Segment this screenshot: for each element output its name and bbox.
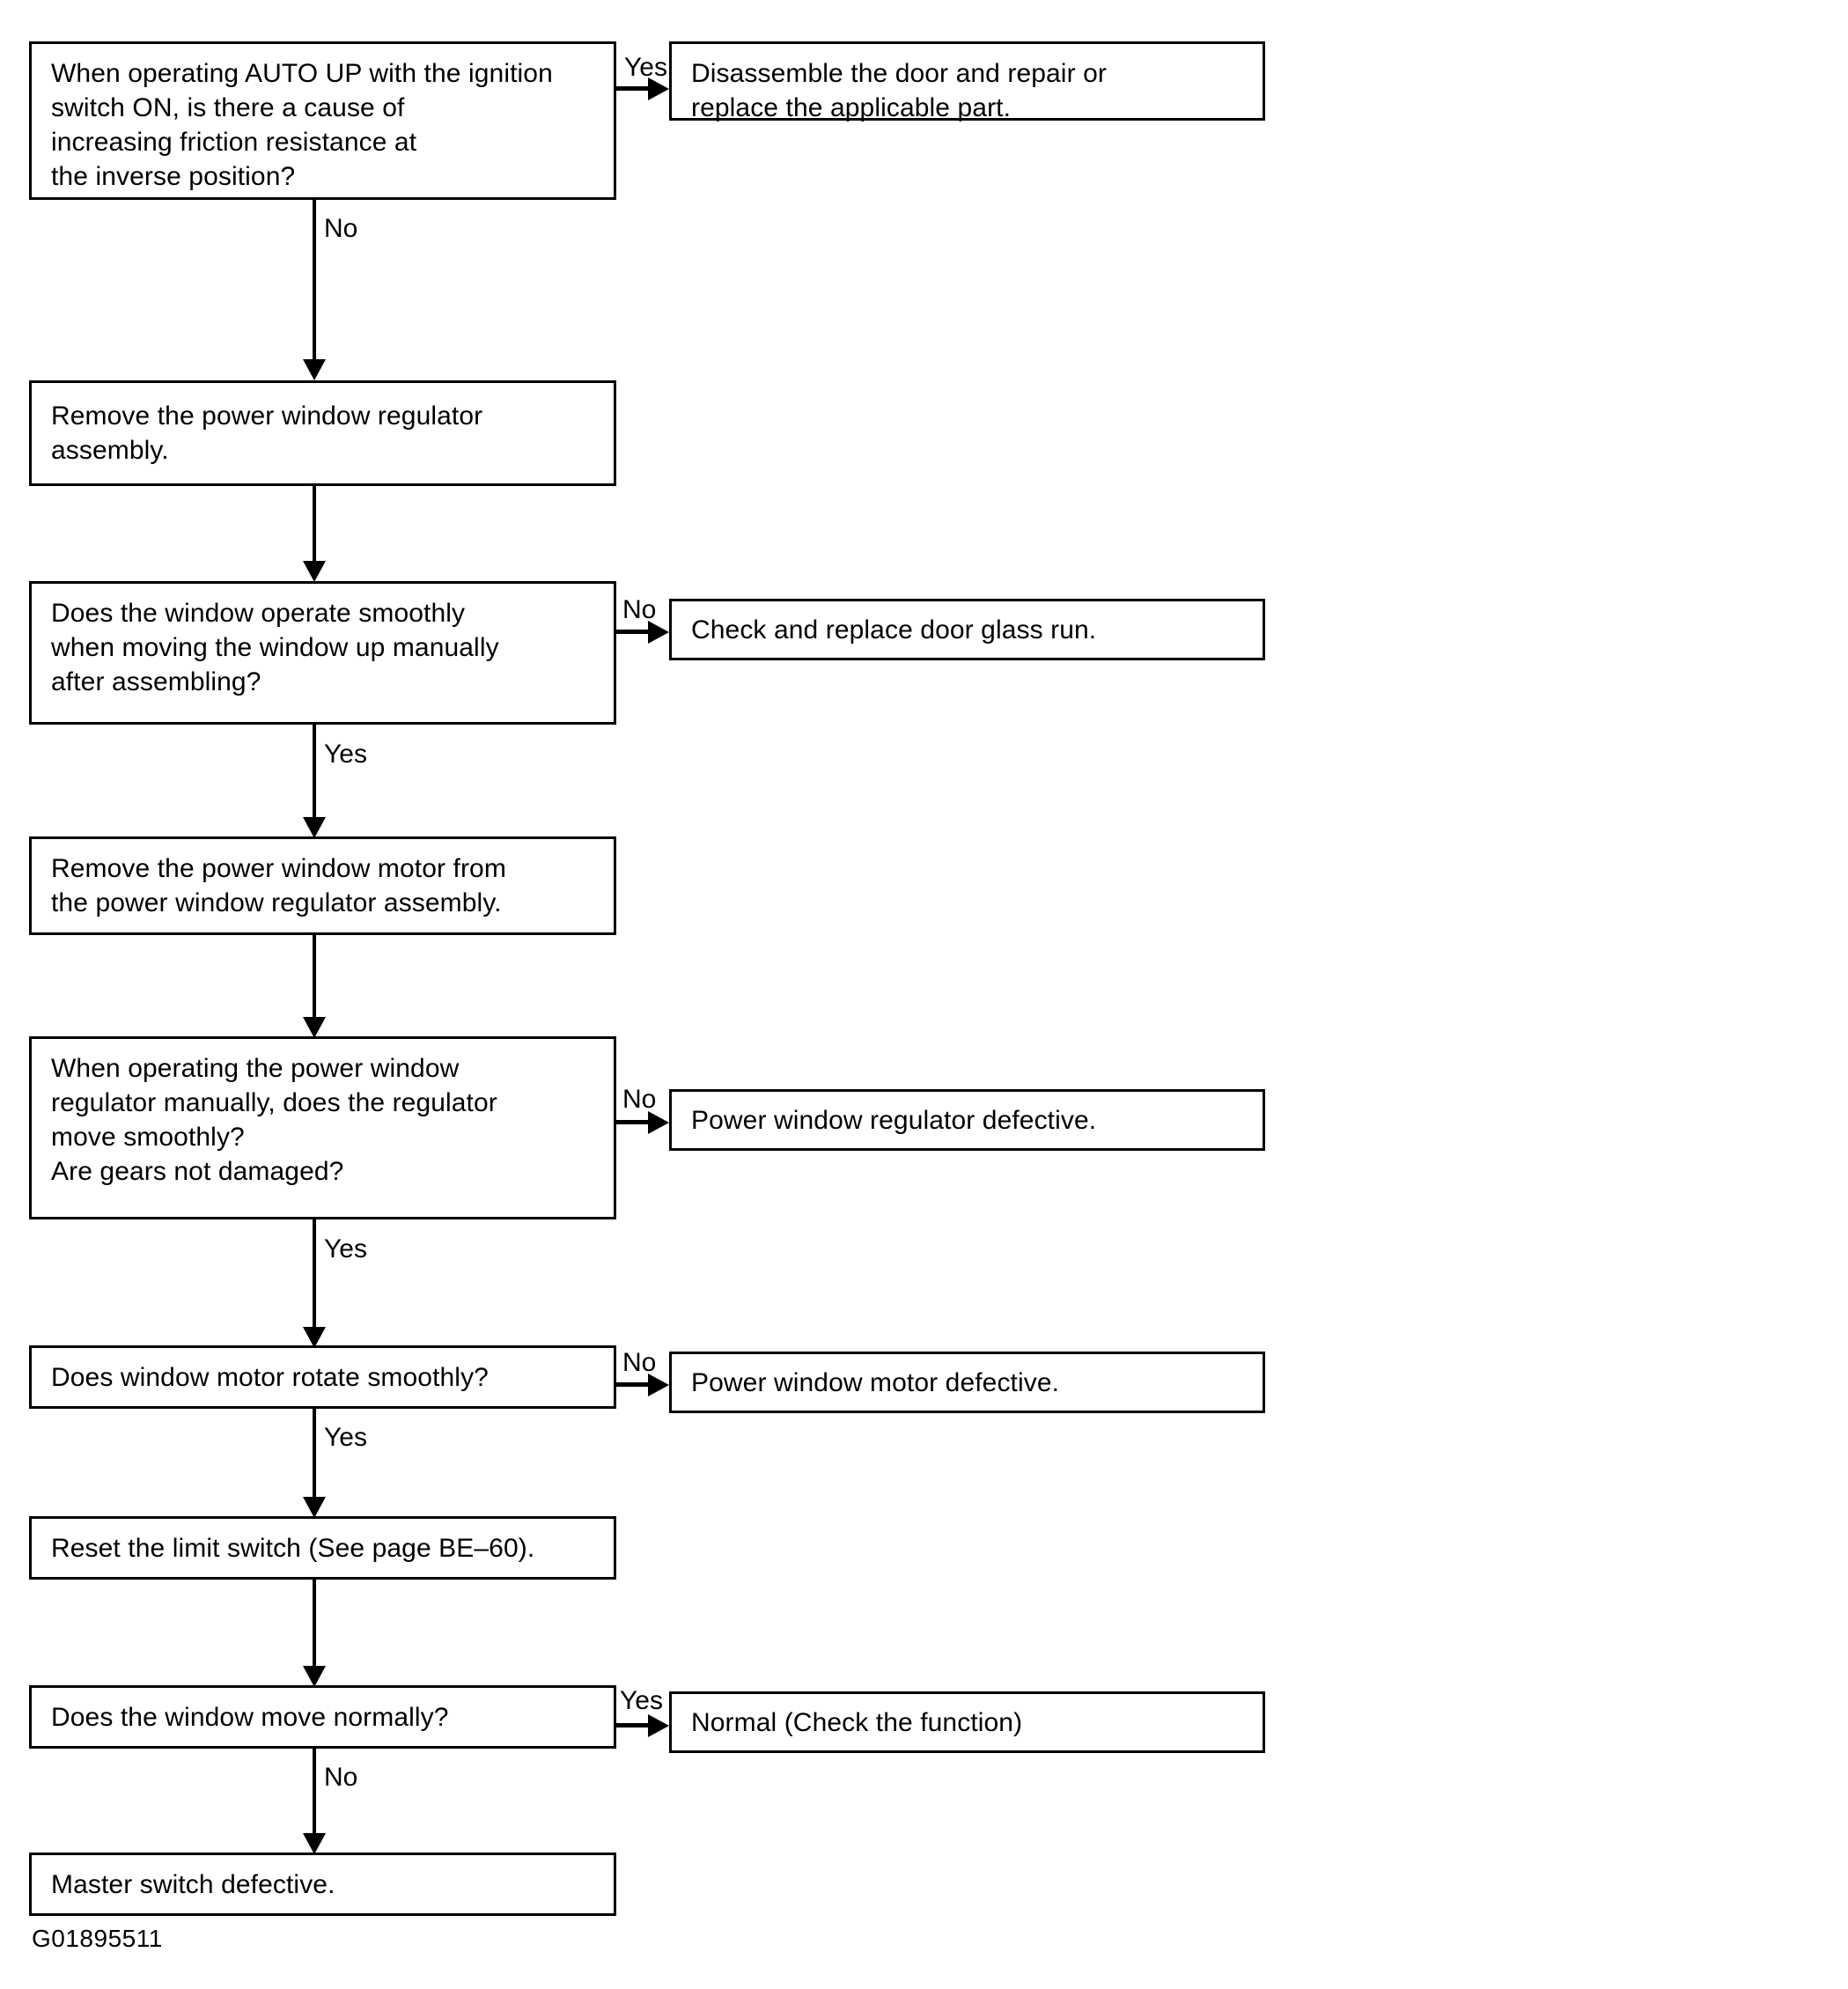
node-result-disassemble: Disassemble the door and repair or repla… xyxy=(669,41,1265,122)
edge-label-motor-yes: Yes xyxy=(324,1423,367,1452)
edge-reset-limit-line xyxy=(313,1580,316,1666)
edge-motor-no-line xyxy=(616,1382,648,1387)
edge-normal-yes-arrowhead xyxy=(648,1714,669,1737)
edge-label-smooth-no: No xyxy=(622,595,657,624)
edge-regulator-yes-line xyxy=(313,1219,316,1327)
node-result-master-switch: Master switch defective. xyxy=(29,1853,616,1916)
edge-remove-regulator-arrowhead xyxy=(303,561,326,582)
edge-friction-yes-line xyxy=(616,86,648,91)
edge-friction-no-line xyxy=(313,200,316,359)
edge-motor-yes-line xyxy=(313,1409,316,1497)
node-result-glass-run: Check and replace door glass run. xyxy=(669,599,1265,660)
edge-label-friction-yes: Yes xyxy=(624,53,667,82)
edge-friction-no-arrowhead xyxy=(303,359,326,380)
edge-normal-yes-line xyxy=(616,1723,648,1727)
edge-remove-motor-line xyxy=(313,935,316,1017)
edge-label-friction-no: No xyxy=(324,214,358,243)
edge-normal-no-line xyxy=(313,1749,316,1833)
node-action-remove-motor: Remove the power window motor from the p… xyxy=(29,836,616,935)
edge-regulator-no-line xyxy=(616,1120,648,1124)
edge-motor-yes-arrowhead xyxy=(303,1497,326,1518)
edge-regulator-no-arrowhead xyxy=(648,1111,669,1134)
node-result-regulator-defective: Power window regulator defective. xyxy=(669,1089,1265,1151)
edge-label-motor-no: No xyxy=(622,1348,657,1377)
edge-label-smooth-yes: Yes xyxy=(324,740,367,769)
node-result-normal: Normal (Check the function) xyxy=(669,1691,1265,1753)
figure-caption: G01895511 xyxy=(32,1925,163,1952)
edge-smooth-yes-line xyxy=(313,725,316,817)
node-question-motor-rotate: Does window motor rotate smoothly? xyxy=(29,1345,616,1409)
edge-friction-yes-arrowhead xyxy=(648,77,669,100)
edge-normal-no-arrowhead xyxy=(303,1833,326,1854)
node-action-reset-limit-switch: Reset the limit switch (See page BE–60). xyxy=(29,1516,616,1580)
edge-reset-limit-arrowhead xyxy=(303,1666,326,1687)
edge-smooth-no-line xyxy=(616,630,648,634)
node-result-motor-defective: Power window motor defective. xyxy=(669,1352,1265,1413)
node-question-window-normal: Does the window move normally? xyxy=(29,1685,616,1749)
edge-label-regulator-no: No xyxy=(622,1085,657,1114)
edge-smooth-no-arrowhead xyxy=(648,621,669,644)
node-question-regulator-manual: When operating the power window regulato… xyxy=(29,1036,616,1219)
edge-label-normal-no: No xyxy=(324,1763,358,1792)
edge-label-normal-yes: Yes xyxy=(620,1686,663,1715)
node-question-friction: When operating AUTO UP with the ignition… xyxy=(29,41,616,200)
node-question-smooth-manual: Does the window operate smoothly when mo… xyxy=(29,581,616,725)
edge-motor-no-arrowhead xyxy=(648,1374,669,1396)
edge-smooth-yes-arrowhead xyxy=(303,817,326,838)
edge-remove-motor-arrowhead xyxy=(303,1017,326,1038)
node-action-remove-regulator: Remove the power window regulator assemb… xyxy=(29,380,616,486)
edge-label-regulator-yes: Yes xyxy=(324,1234,367,1263)
edge-remove-regulator-line xyxy=(313,486,316,561)
edge-regulator-yes-arrowhead xyxy=(303,1327,326,1348)
